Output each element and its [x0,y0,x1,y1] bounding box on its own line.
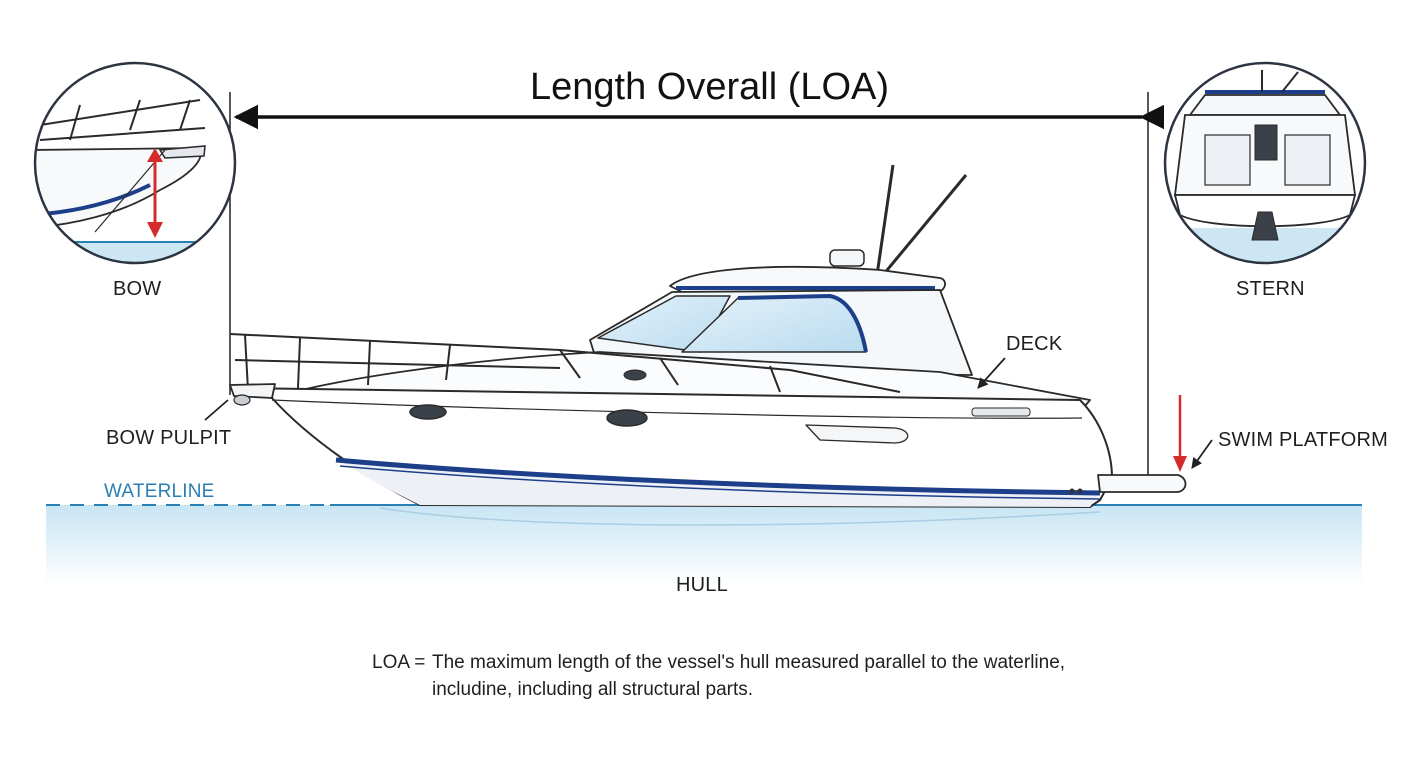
deck-hatch [623,369,647,381]
porthole [409,404,447,420]
label-stern: STERN [1236,278,1305,300]
radar-dome [829,249,865,267]
swim-platform-red-arrow [1173,395,1187,472]
swim-platform [1097,474,1187,493]
bow-pulpit-pointer [204,399,229,421]
bow-rail [229,333,901,393]
hull-stripe [335,457,1101,496]
boat-illustration [229,164,1187,508]
callout-arrows [204,357,1213,469]
antenna [881,174,968,276]
definition-term: LOA = [372,652,426,673]
water-area [46,504,1362,585]
label-waterline: WATERLINE [104,481,215,502]
definition-line-2: includine, including all structural part… [432,679,754,700]
hull-reflection [379,507,1101,526]
label-swim-platform: SWIM PLATFORM [1218,429,1389,451]
deck-pointer [977,357,1006,389]
bow-detail-inset [33,61,237,265]
label-bow-pulpit: BOW PULPIT [106,427,232,449]
swim-platform-pointer [1191,439,1213,469]
definition-line-1: The maximum length of the vessel's hull … [432,652,1066,673]
label-bow: BOW [113,278,162,300]
porthole [606,409,648,427]
label-hull: HULL [676,574,728,596]
hull-window [805,424,909,444]
diagram-title: Length Overall (LOA) [530,66,890,108]
label-deck: DECK [1006,333,1063,355]
antenna [875,164,895,276]
stern-detail-inset [1163,61,1367,265]
